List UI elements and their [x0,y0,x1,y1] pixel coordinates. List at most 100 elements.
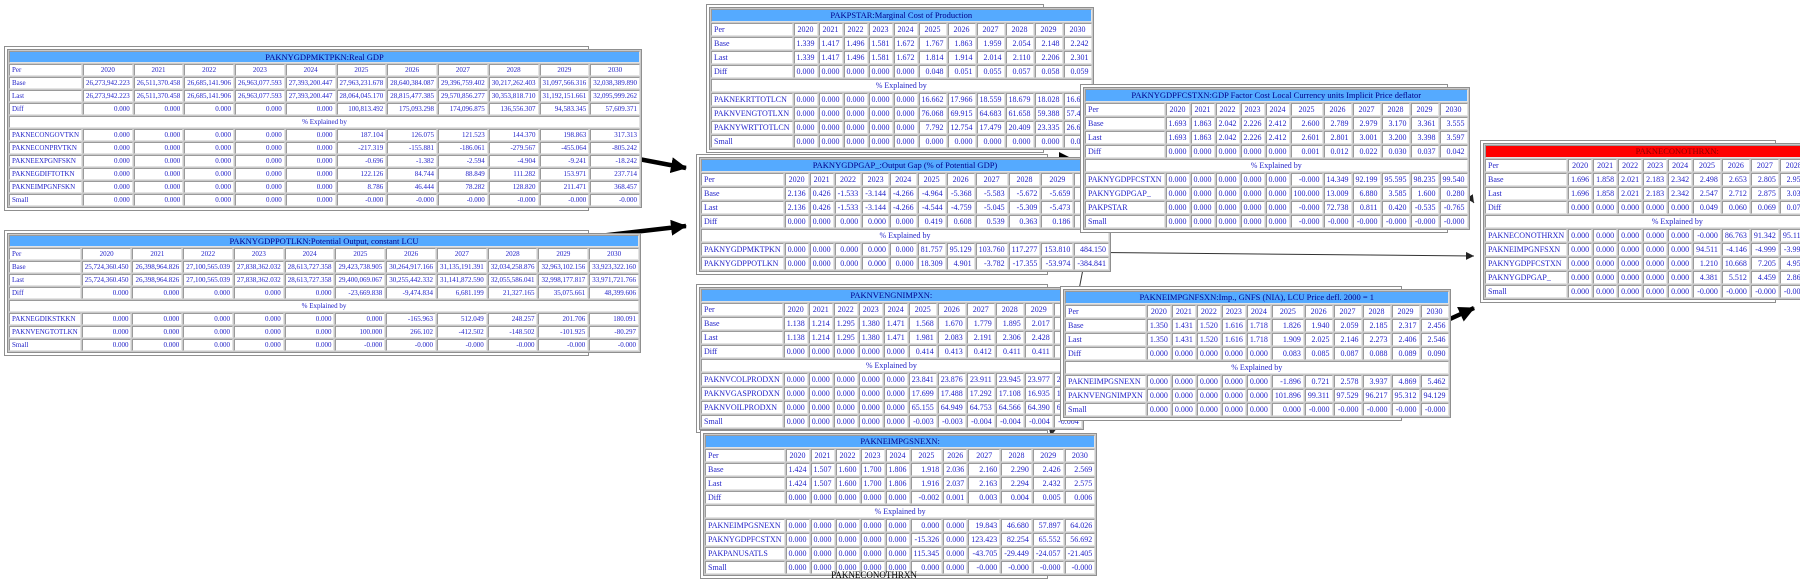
explained-value-cell: -0.000 [1420,403,1449,416]
year-cell: 2029 [1391,305,1420,318]
explained-value-cell: 0.000 [784,257,809,270]
base-value-cell: 1.863 [947,37,976,50]
base-value-cell: 2.653 [1721,173,1750,186]
explained-value-cell: 98.235 [1410,173,1439,186]
last-value-cell: 2.294 [1001,477,1032,490]
explained-value-cell: 0.000 [285,129,336,141]
year-cell: 2028 [1008,173,1041,186]
explained-value-cell: -0.765 [1439,201,1468,214]
diff-value-cell: 0.000 [785,491,810,504]
decomp-table-grid-fcst: PAKNYGDPFCSTXN:GDP Factor Cost Local Cur… [1083,87,1470,230]
explained-value-cell: 16.935 [1024,387,1053,400]
last-value-cell: 2.575 [1064,477,1096,490]
year-cell: 2030 [589,248,639,260]
explained-value-cell: -165.963 [386,313,436,325]
explained-value-cell: 46.680 [1001,519,1032,532]
year-cell: 2023 [1643,159,1668,172]
explained-value-cell: 0.000 [793,135,818,148]
last-value-cell: 30,353,818.710 [488,90,539,102]
explained-row-label: PAKNYGDPPOTLKN [701,257,784,270]
explained-value-cell: 96.217 [1362,389,1391,402]
explained-value-cell: 0.000 [1265,187,1290,200]
explained-by-row: % Explained by [1485,215,1800,228]
base-value-cell: 2.021 [1618,173,1643,186]
year-cell: 2020 [1568,159,1593,172]
last-value-cell: 2.428 [1024,331,1053,344]
explained-value-cell: 23.876 [937,373,966,386]
explained-value-cell: 18.559 [976,93,1005,106]
diff-value-cell: 0.414 [908,345,937,358]
last-value-cell: 1.520 [1196,333,1221,346]
base-value-cell: 1.431 [1171,319,1196,332]
year-cell: 2020 [81,248,132,260]
diff-value-cell: 0.000 [132,287,183,299]
explained-value-cell: 0.000 [860,519,885,532]
explained-value-cell: 0.000 [1643,285,1668,298]
base-value-cell: 32,034,258.876 [487,261,538,273]
decomp-table-potential: PAKNYGDPPOTLKN:Potential Output, constan… [4,230,641,356]
last-value-cell: 3.035 [1779,187,1800,200]
year-cell: 2026 [1323,103,1352,116]
explained-value-cell: 0.000 [809,257,834,270]
explained-value-cell: 0.000 [843,93,868,106]
explained-value-cell: 0.000 [235,155,285,167]
explained-value-cell: 0.000 [133,181,184,193]
base-value-cell: 1.417 [818,37,843,50]
explained-value-cell: 0.000 [1146,389,1171,402]
last-label: Last [1085,131,1165,144]
diff-value-cell: 0.000 [1593,201,1618,214]
diff-value-cell: 0.057 [1005,65,1034,78]
diff-label: Diff [1085,145,1165,158]
year-cell: 2022 [1215,103,1240,116]
base-value-cell: 2.226 [1240,117,1265,130]
diff-value-cell: 0.000 [868,65,893,78]
year-cell: 2024 [1246,305,1271,318]
last-value-cell: 2.801 [1323,131,1352,144]
year-cell: 2024 [885,449,910,462]
explained-value-cell: 0.000 [783,401,808,414]
explained-value-cell: 0.000 [785,519,810,532]
last-value-cell: 1.693 [1165,131,1190,144]
explained-value-cell: 57.897 [1032,519,1064,532]
explained-by-label: % Explained by [701,359,1082,372]
explained-value-cell: -0.000 [1362,403,1391,416]
explained-value-cell: 0.000 [843,121,868,134]
year-cell: 2021 [810,449,835,462]
explained-value-cell: 512.049 [436,313,487,325]
year-cell: 2025 [1290,103,1323,116]
diff-value-cell: 0.000 [1165,145,1190,158]
explained-value-cell: 201.706 [538,313,589,325]
explained-value-cell: 0.000 [1146,375,1171,388]
diff-value-cell: 0.000 [1215,145,1240,158]
explained-value-cell: 0.000 [785,561,810,574]
year-cell: 2023 [1221,305,1246,318]
explained-value-cell: 0.000 [1668,229,1693,242]
base-value-cell: 1.507 [810,463,835,476]
diff-value-cell: 0.000 [184,103,235,115]
diff-value-cell: 0.000 [889,215,917,228]
last-value-cell: 28,613,727.358 [284,274,335,286]
explained-value-cell: 20.409 [1005,121,1034,134]
diff-value-cell: 0.022 [1352,145,1381,158]
base-value-cell: -3.144 [862,187,889,200]
explained-row-label: Small [1485,285,1568,298]
explained-value-cell: 0.000 [285,168,336,180]
diff-value-cell: 0.411 [1024,345,1053,358]
explained-by-label: % Explained by [1085,159,1468,172]
